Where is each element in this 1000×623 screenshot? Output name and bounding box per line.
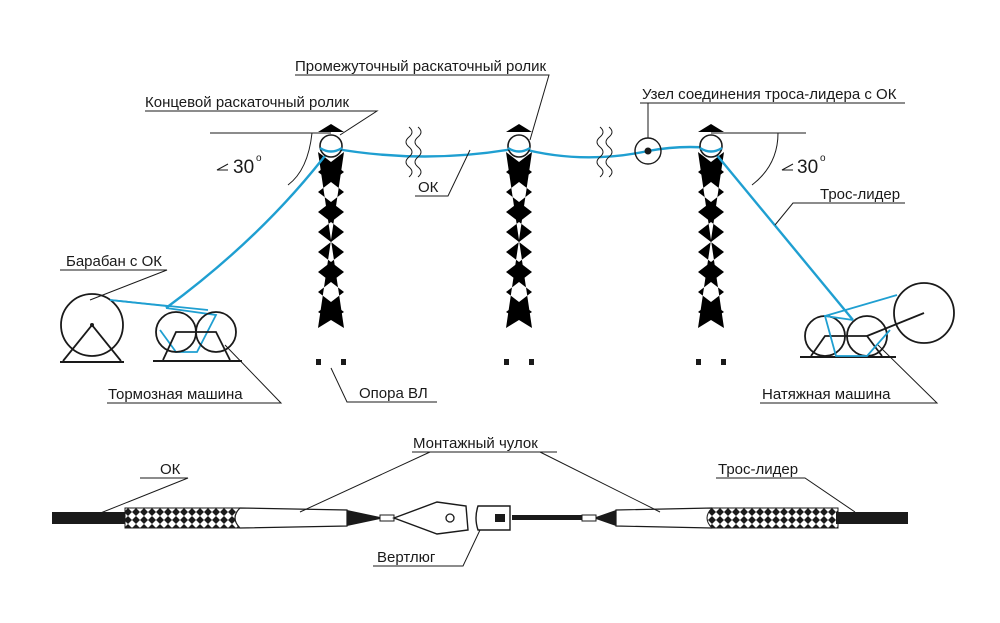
label-tension-machine: Натяжная машина [762, 386, 891, 403]
label-tower: Опора ВЛ [359, 385, 428, 402]
leader-intermediate-roller [295, 74, 550, 141]
tension-machine [800, 282, 955, 358]
rope-to-reel [824, 294, 898, 317]
leader-lead-rope-top [774, 202, 905, 226]
label-angle-right: 30 [797, 157, 818, 178]
sock-mesh-left [124, 507, 246, 529]
label-angle-left: 30 [233, 157, 254, 178]
label-mounting-sock: Монтажный чулок [413, 435, 538, 452]
angle-symbol-right [781, 163, 794, 171]
leader-brake-machine [107, 344, 283, 404]
sock-eye-right [581, 514, 597, 522]
cable-over-roller-right [699, 146, 723, 153]
label-ok-top: ОК [418, 179, 439, 196]
drum [60, 293, 124, 363]
tower-middle [504, 124, 534, 365]
label-angle-right-degree: o [820, 153, 826, 164]
leader-ok-top [415, 149, 471, 197]
label-lead-rope-top: Трос-лидер [820, 186, 900, 203]
swivel-slot [495, 514, 505, 522]
angle-symbol-left [216, 163, 229, 171]
brake-machine [153, 311, 242, 362]
swivel-body [391, 501, 469, 535]
label-ok-bottom: ОК [160, 461, 181, 478]
lead-rope-right-span [710, 147, 854, 321]
label-drum: Барабан с ОК [66, 253, 162, 270]
sock-assembly [52, 501, 908, 535]
intermediate-roller [507, 134, 531, 158]
sock-sleeve-left [234, 507, 348, 529]
label-angle-left-degree: o [256, 153, 262, 164]
lead-rope-bottom [836, 512, 908, 524]
leader-tension-machine [760, 344, 939, 404]
leader-end-roller [145, 110, 379, 136]
sock-tip-right [596, 510, 616, 526]
leader-sock-left [299, 451, 431, 513]
cable-over-roller-left [319, 146, 343, 153]
leader-ok-bottom [97, 477, 189, 515]
leader-sock-right [539, 451, 661, 513]
cable-drum-to-brake [109, 299, 167, 307]
rope-tension-wrap [823, 314, 891, 357]
swivel-head [475, 505, 511, 531]
label-swivel: Вертлюг [377, 549, 436, 566]
break-marks [405, 126, 613, 178]
sock-eye-left [379, 514, 395, 522]
angle-arc-left [287, 132, 313, 186]
label-brake-machine: Тормозная машина [108, 386, 243, 403]
leader-tower [330, 367, 437, 403]
cable-over-roller-middle [507, 146, 531, 153]
label-lead-rope-bottom: Трос-лидер [718, 461, 798, 478]
end-roller-left [319, 134, 343, 158]
swivel-rod [512, 515, 582, 520]
leader-drum [60, 269, 168, 301]
swivel-pin [445, 513, 455, 523]
optical-cable-to-joint [518, 146, 649, 159]
end-roller-right [699, 134, 723, 158]
joint-node-dot [644, 147, 652, 155]
leader-lead-rope-bottom [716, 477, 856, 513]
leader-swivel [373, 529, 481, 567]
optical-cable-left-span [165, 147, 332, 309]
label-end-roller: Концевой раскаточный ролик [145, 94, 350, 111]
ok-cable-bottom [52, 512, 132, 524]
optical-cable-span [330, 146, 520, 158]
label-joint-node: Узел соединения троса-лидера с ОК [642, 86, 897, 103]
angle-arc-right [751, 132, 779, 186]
sock-tip-left [347, 510, 380, 526]
sock-sleeve-right [615, 507, 718, 529]
label-intermediate-roller: Промежуточный раскаточный ролик [295, 58, 547, 75]
sock-mesh-right [706, 507, 839, 529]
